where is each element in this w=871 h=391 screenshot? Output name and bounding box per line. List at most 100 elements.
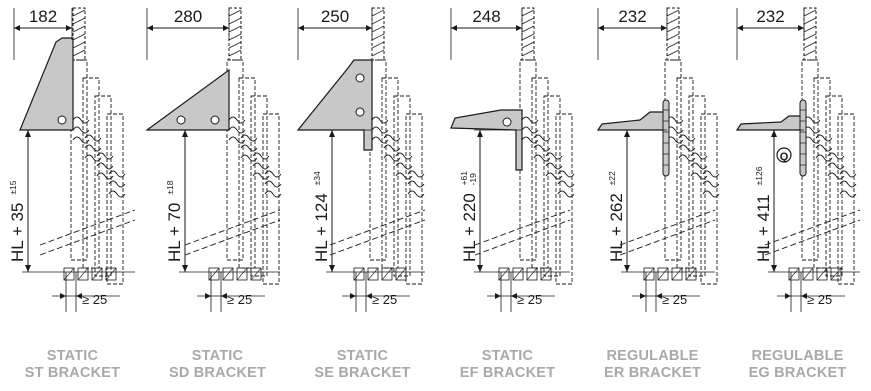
radiator-outline [543,95,561,277]
sd-bracket-caption: STATIC SD BRACKET [145,348,290,382]
radiator-outline [825,95,843,277]
wall-hatch [72,49,86,57]
coil-squiggle [690,152,708,180]
height-label-group: HL + 220+61-19 [459,171,479,262]
wall-hatch [371,49,385,57]
coil-squiggle [84,134,102,162]
wall-hatch [228,33,242,41]
floor-foot [540,267,552,281]
gap-value: ≥ 25 [82,292,107,307]
floor-foot [802,267,814,281]
coil-squiggle [545,152,563,180]
wall-hatch [803,41,817,49]
bracket-name-label: SD BRACKET [168,365,267,381]
coil-squiggle [815,134,833,162]
floor-foot [788,267,800,281]
coil-squiggle [252,152,270,180]
wall-hatch [371,41,385,49]
radiator-outline [250,95,268,277]
foot-hatch [395,267,407,281]
radiator-outline [238,77,256,269]
foot-hatch [91,267,103,281]
foot-hatch [222,267,234,281]
foot-hatch [643,267,655,281]
coil-squiggle [827,152,845,180]
bracket-type-label: REGULABLE [606,348,699,364]
wall-hatch [803,33,817,41]
coil-squiggle [108,170,126,198]
coil-squiggle [678,134,696,162]
radiator-outline [676,77,694,269]
wall-hatch [521,9,535,17]
wall-hatch [228,9,242,17]
wall-hatch [228,41,242,49]
foot-hatch [63,267,75,281]
break-line [184,209,281,246]
width-value: 232 [618,7,646,26]
gap-arrowheads [640,293,662,299]
er-bracket-caption: REGULABLE ER BRACKET [580,348,725,382]
floor-foot [208,267,220,281]
height-tolerance: ±18 [165,180,175,194]
width-value: 182 [29,7,57,26]
floor-foot [498,267,510,281]
break-line [184,219,281,256]
floor-foot [830,267,842,281]
wall-section [72,7,86,61]
gap-arrowheads [350,293,372,299]
radiator-outline [700,113,718,285]
break-line [764,209,861,246]
foot-hatch [367,267,379,281]
wall-hatch [521,41,535,49]
gap-arrowheads [495,293,517,299]
floor-foot [643,267,655,281]
wall-hatch [803,17,817,25]
radiator-outline [813,77,831,269]
foot-hatch [671,267,683,281]
floor-foot [222,267,234,281]
width-value: 280 [174,7,202,26]
coil-squiggle [521,116,539,144]
height-tolerance: ±34 [312,171,322,185]
floor-foot [512,267,524,281]
bracket-name-label: EF BRACKET [459,365,556,381]
adjustment-rail [662,99,670,177]
bracket-type-label: STATIC [46,348,99,364]
wall-hatch [72,33,86,41]
floor-foot [250,267,262,281]
coil-squiggle [702,170,720,198]
gap-arrowheads [785,293,807,299]
gap-value: ≥ 25 [807,292,832,307]
wall-hatch [666,17,680,25]
se-bracket-caption: STATIC SE BRACKET [290,348,435,382]
width-value: 250 [321,7,349,26]
wall-hatch [666,49,680,57]
coil-squiggle [383,134,401,162]
height-value: HL + 262 [607,193,626,262]
mounting-hole [355,73,365,83]
floor-foot [353,267,365,281]
coil-squiggle [371,116,389,144]
wall-hatch [228,17,242,25]
floor-foot [77,267,89,281]
foot-hatch [208,267,220,281]
foot-hatch [540,267,552,281]
height-value: HL + 411 [754,194,773,262]
break-line [329,219,426,256]
radiator-outline [262,113,280,285]
wall-hatch [521,25,535,33]
gap-value: ≥ 25 [227,292,252,307]
floor-foot [236,267,248,281]
floor-foot [685,267,697,281]
foot-hatch [830,267,842,281]
mounting-hole [502,117,512,127]
radiator-outline [82,77,100,269]
gap-value: ≥ 25 [372,292,397,307]
height-label-group: HL + 262±22 [607,171,626,262]
wall-hatch [371,17,385,25]
wall-hatch [72,25,86,33]
